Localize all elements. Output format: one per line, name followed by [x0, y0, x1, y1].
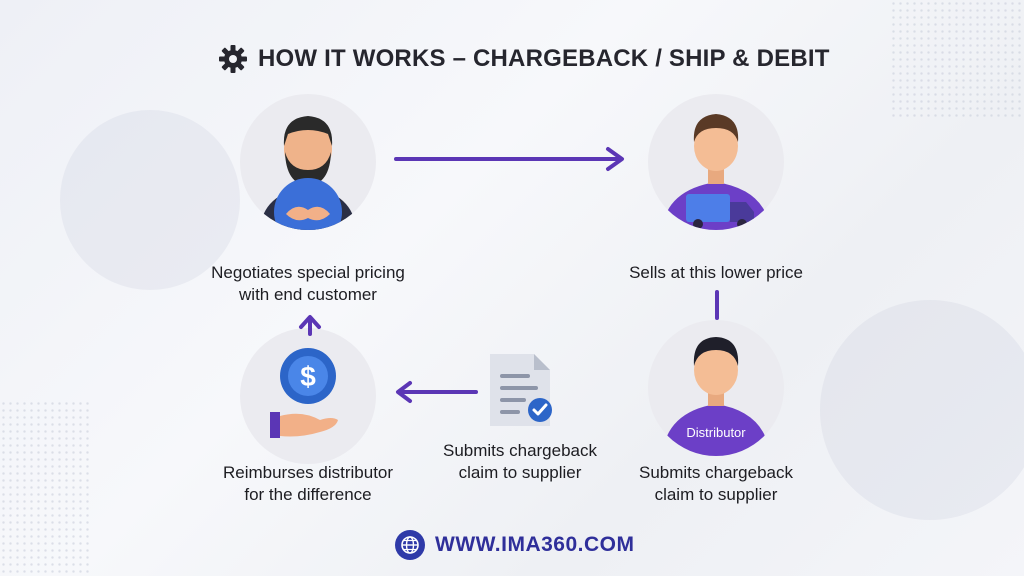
person-with-truck-icon [662, 114, 770, 230]
connector-line [715, 290, 719, 320]
document-claim-label: Submits chargeback claim to supplier [412, 440, 628, 484]
svg-text:$: $ [300, 361, 316, 392]
background-dot-map [0, 400, 90, 576]
reimburse-label: Reimburses distributor for the differenc… [190, 462, 426, 506]
reimburse-circle: $ [240, 328, 376, 464]
sell-label: Sells at this lower price [600, 262, 832, 284]
negotiate-line-2: with end customer [239, 285, 377, 304]
background-dot-map [890, 0, 1024, 120]
background-blur-shape [820, 300, 1024, 520]
sell-line-1: Sells at this lower price [629, 263, 803, 282]
reimburse-line-1: Reimburses distributor [222, 463, 394, 482]
distributor-claim-label: Submits chargeback claim to supplier [608, 462, 824, 506]
document-check-icon [490, 354, 552, 426]
footer[interactable]: WWW.IMA360.COM [395, 530, 635, 560]
negotiate-label: Negotiates special pricing with end cust… [188, 262, 428, 306]
distributor-claim-line-1: Submits chargeback [638, 463, 794, 482]
gear-icon [219, 45, 247, 73]
distributor-person-icon [662, 337, 770, 456]
page-title: HOW IT WORKS – CHARGEBACK / SHIP & DEBIT [258, 45, 830, 72]
manufacturer-circle [240, 94, 376, 230]
dollar-hand-icon: $ [270, 348, 338, 438]
title-row: HOW IT WORKS – CHARGEBACK / SHIP & DEBIT [218, 44, 830, 74]
arrow-left [396, 381, 478, 403]
background-blur-shape [60, 110, 240, 290]
distributor-tag: Distributor [686, 425, 746, 440]
distributor-circle: Distributor [648, 320, 784, 456]
website-link[interactable]: WWW.IMA360.COM [435, 533, 635, 556]
reimburse-line-2: for the difference [244, 485, 372, 504]
distributor-claim-line-2: claim to supplier [654, 485, 778, 504]
globe-icon [395, 530, 425, 560]
arrow-up [299, 315, 321, 336]
document-claim-line-2: claim to supplier [458, 463, 582, 482]
businessman-handshake-icon [260, 116, 356, 230]
distributor-seller-circle [648, 94, 784, 230]
document-claim-line-1: Submits chargeback [442, 441, 598, 460]
arrow-right [394, 147, 624, 171]
negotiate-line-1: Negotiates special pricing [211, 263, 405, 282]
